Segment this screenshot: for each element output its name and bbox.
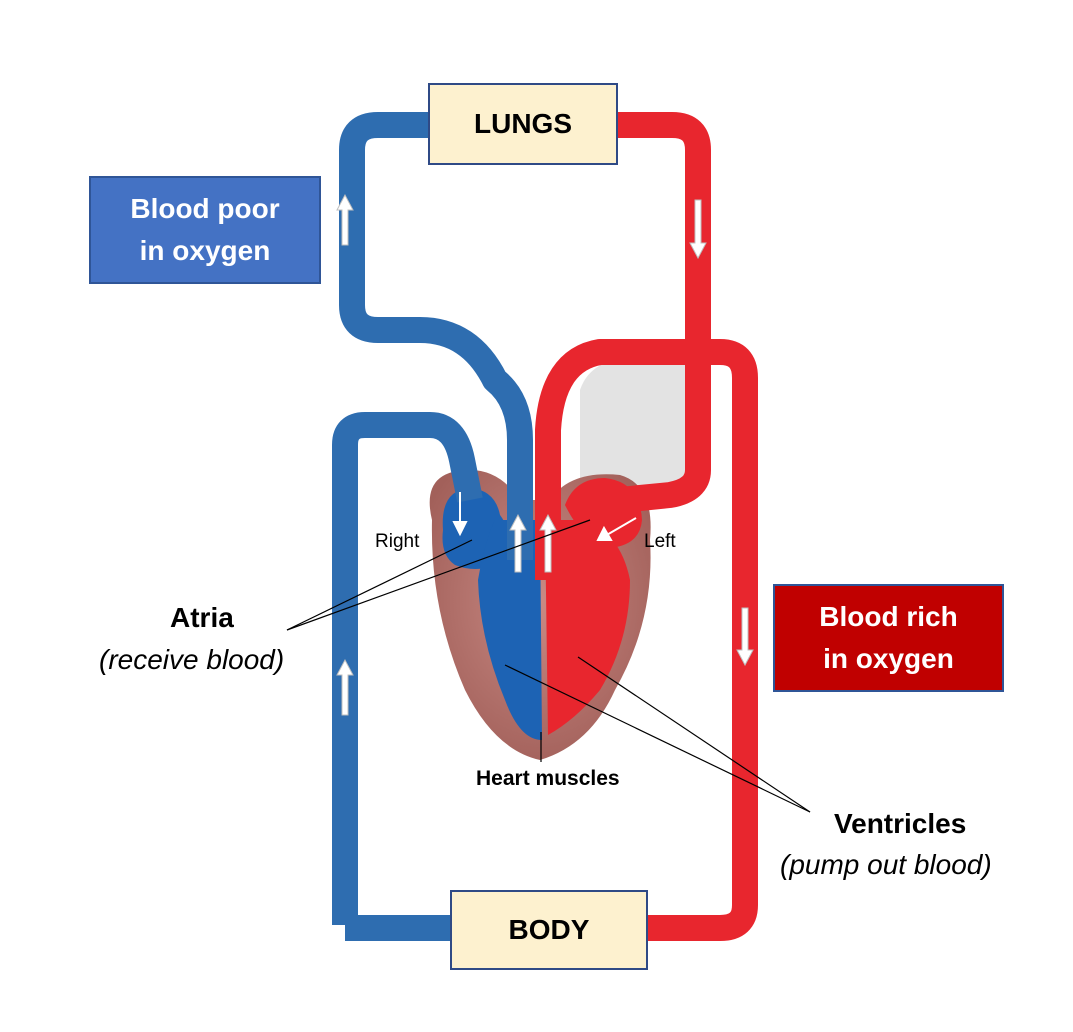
aorta — [535, 339, 758, 941]
left-ventricle — [545, 520, 630, 735]
blood-poor-line1: Blood poor — [130, 193, 280, 224]
arrow-up-icon — [336, 193, 354, 246]
left-label: Left — [644, 531, 676, 552]
arrow-down-icon — [689, 199, 707, 260]
vena-cava-loop — [332, 412, 483, 925]
arrow-down-icon — [736, 607, 754, 667]
lungs-label: LUNGS — [474, 108, 572, 139]
right-ventricle — [478, 520, 542, 740]
aorta-gap — [580, 358, 690, 500]
arrow-up-icon — [509, 513, 527, 573]
body-box: BODY — [450, 890, 648, 970]
arrow-up-icon — [539, 513, 557, 573]
arrow-up-icon — [336, 658, 354, 716]
lungs-box: LUNGS — [428, 83, 618, 165]
blood-poor-box: Blood poor in oxygen — [89, 176, 321, 284]
body-label: BODY — [508, 914, 590, 945]
blood-poor-line2: in oxygen — [139, 235, 271, 266]
atria-label: Atria — [170, 602, 234, 633]
pulmonary-vein — [618, 112, 711, 513]
heart-muscles-label: Heart muscles — [476, 767, 620, 790]
blood-rich-box: Blood rich in oxygen — [773, 584, 1004, 692]
blood-rich-line2: in oxygen — [823, 643, 954, 674]
small-arrows — [452, 492, 637, 541]
pointer-lines — [286, 519, 811, 813]
ventricles-label: Ventricles — [834, 808, 967, 839]
right-label: Right — [375, 531, 420, 552]
blood-rich-line1: Blood rich — [819, 601, 958, 632]
atria-note: (receive blood) — [99, 644, 285, 675]
flow-arrows — [336, 193, 754, 716]
pulmonary-artery — [339, 112, 533, 560]
ventricles-note: (pump out blood) — [780, 849, 992, 880]
